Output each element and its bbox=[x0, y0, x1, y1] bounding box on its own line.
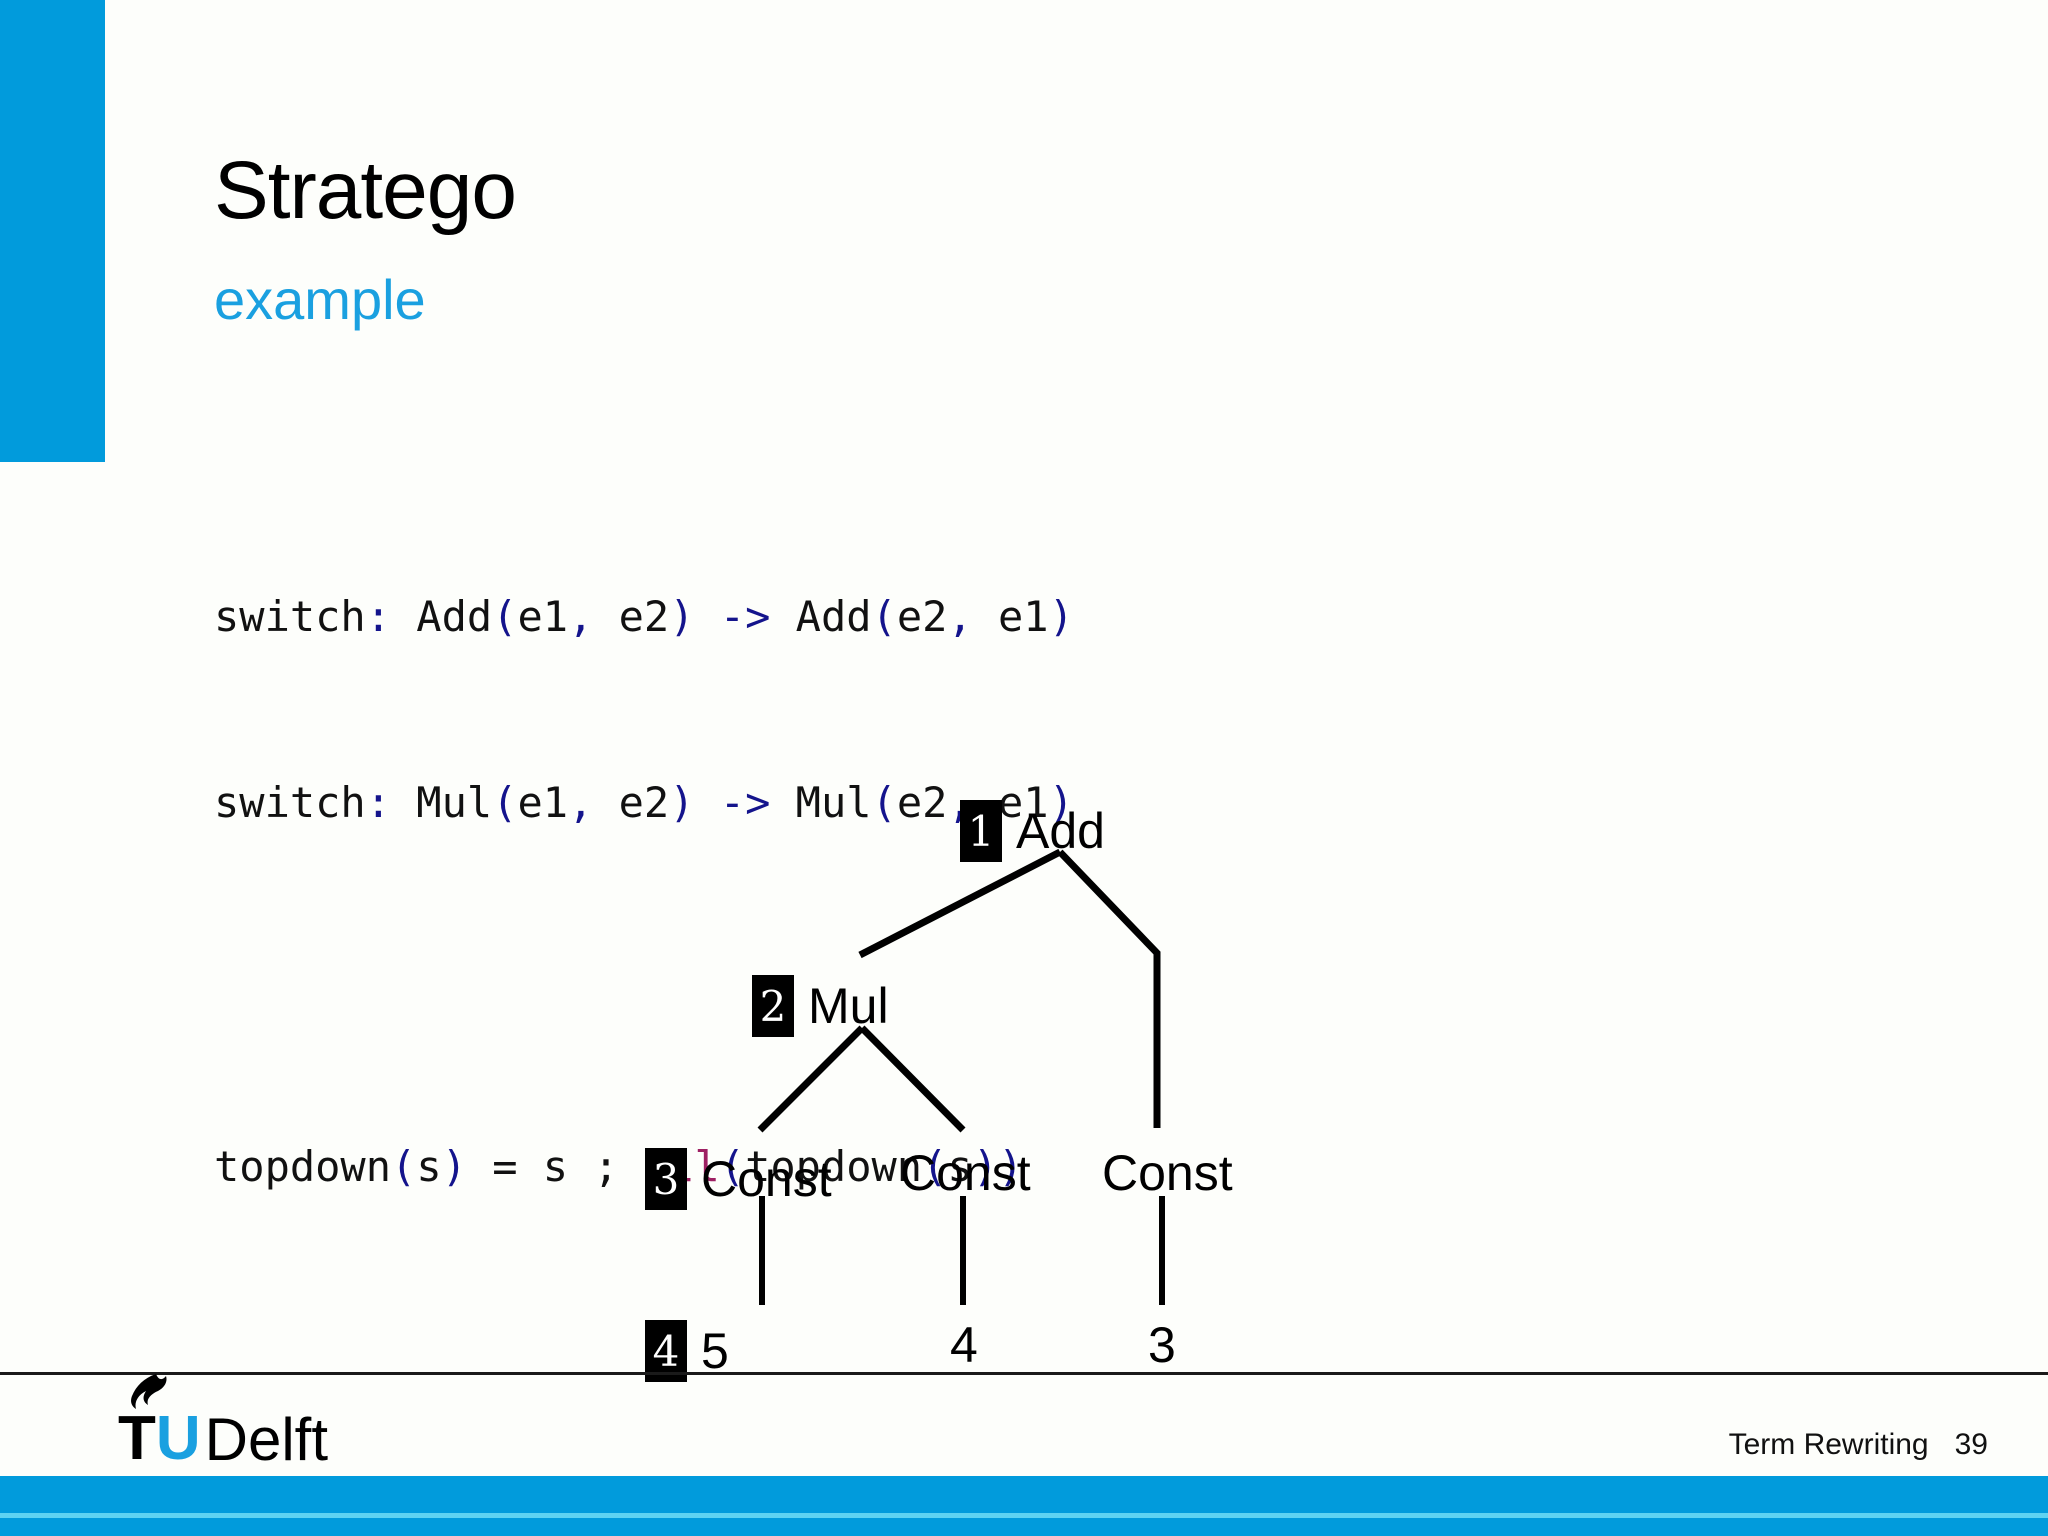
footer-divider bbox=[0, 1372, 2048, 1375]
code-line-switch-add: switch: Add(e1, e2) -> Add(e2, e1) bbox=[214, 592, 1074, 641]
footer-accent-bar-gap bbox=[0, 1513, 2048, 1519]
code-line-topdown-def: topdown(s) = s ; all(topdown(s)) bbox=[214, 1142, 1024, 1191]
footer-accent-bar-bottom bbox=[0, 1518, 2048, 1536]
footer-page-number: 39 bbox=[1954, 1428, 1988, 1461]
page-title: Stratego bbox=[214, 145, 517, 236]
logo-letter-t: T bbox=[118, 1404, 156, 1473]
flame-icon bbox=[131, 1374, 167, 1409]
tree-node-const-3: Const bbox=[1102, 1148, 1233, 1198]
left-accent-bar bbox=[0, 0, 105, 462]
tree-node-add: 1 Add bbox=[960, 800, 1105, 862]
footer-meta: Term Rewriting 39 bbox=[1729, 1428, 1988, 1462]
tree-leaf-4: 4 bbox=[950, 1320, 978, 1370]
logo-word-delft: Delft bbox=[204, 1406, 329, 1473]
footer-accent-bar-top bbox=[0, 1476, 2048, 1514]
tree-node-label-const-1: Const bbox=[701, 1151, 832, 1207]
logo-letter-u: U bbox=[155, 1404, 201, 1473]
tree-node-mul: 2 Mul bbox=[752, 975, 889, 1037]
logo-tu-wordmark: T U bbox=[118, 1374, 201, 1473]
tree-leaf-5: 4 5 bbox=[645, 1320, 729, 1382]
page-subtitle: example bbox=[214, 268, 426, 331]
step-badge-3: 3 bbox=[645, 1148, 687, 1210]
step-badge-2: 2 bbox=[752, 975, 794, 1037]
tree-node-const-1: 3 Const bbox=[645, 1148, 832, 1210]
tree-node-label-mul: Mul bbox=[808, 978, 889, 1034]
code-spacer-2 bbox=[214, 1322, 1074, 1376]
code-line-switch-mul: switch: Mul(e1, e2) -> Mul(e2, e1) bbox=[214, 778, 1074, 827]
step-badge-1: 1 bbox=[960, 800, 1002, 862]
footer-course-name: Term Rewriting bbox=[1728, 1428, 1929, 1461]
tree-node-label-add: Add bbox=[1016, 803, 1105, 859]
code-spacer-1 bbox=[214, 958, 1074, 1012]
tree-leaf-label-5: 5 bbox=[701, 1323, 729, 1379]
tree-node-label-const-2: Const bbox=[900, 1145, 1031, 1201]
tu-delft-logo: T U Delft bbox=[118, 1374, 329, 1473]
tree-node-label-const-3: Const bbox=[1102, 1145, 1233, 1201]
tree-node-const-2: Const bbox=[900, 1148, 1031, 1198]
edge-add-to-const3 bbox=[1057, 849, 1161, 1128]
tree-leaf-3: 3 bbox=[1148, 1320, 1176, 1370]
tree-leaf-label-3: 3 bbox=[1148, 1317, 1176, 1373]
step-badge-4: 4 bbox=[645, 1320, 687, 1382]
tree-leaf-label-4: 4 bbox=[950, 1317, 978, 1373]
